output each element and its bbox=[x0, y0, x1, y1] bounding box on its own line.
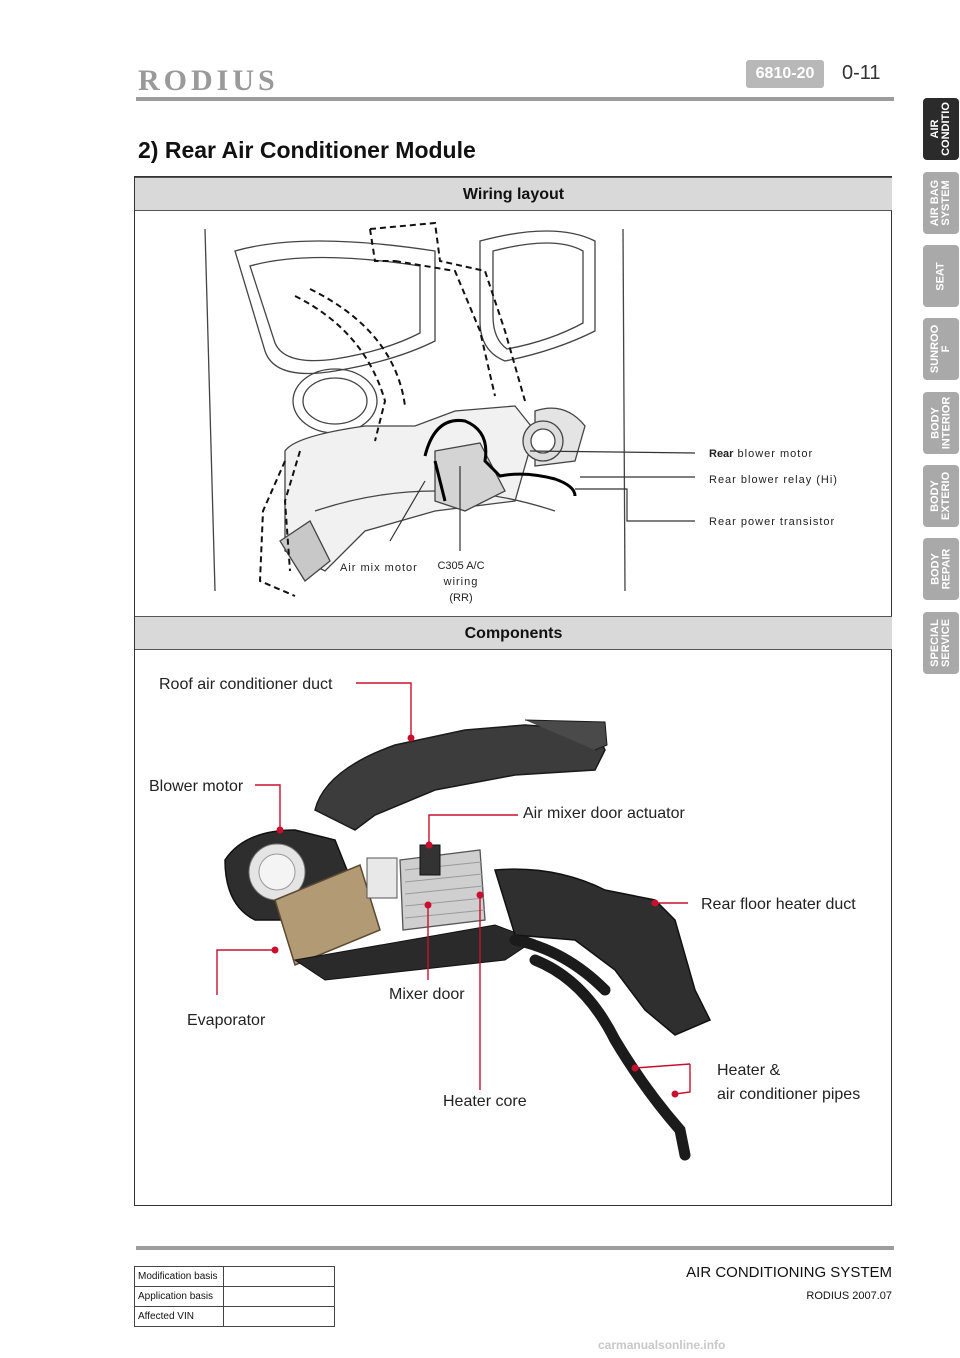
label-evaporator: Evaporator bbox=[187, 1012, 266, 1029]
app-basis-label: Application basis bbox=[134, 1286, 224, 1307]
section-code-badge: 6810-20 bbox=[746, 60, 824, 88]
affected-vin-value bbox=[223, 1306, 335, 1327]
tab-body-interior[interactable]: BODY INTERIOR bbox=[923, 392, 959, 454]
components-diagram: Roof air conditioner duct Blower motor A… bbox=[149, 676, 860, 1161]
label-floor-duct: Rear floor heater duct bbox=[701, 896, 856, 913]
tab-air-conditioning[interactable]: AIR CONDITIO bbox=[923, 98, 959, 160]
components-heading: Components bbox=[135, 616, 892, 650]
label-mixer-actuator: Air mixer door actuator bbox=[523, 805, 686, 822]
page-number: 0-11 bbox=[842, 62, 881, 84]
wiring-layout-diagram: Rear blower motor Rear blower relay (Hi)… bbox=[204, 221, 838, 604]
tab-seat[interactable]: SEAT bbox=[923, 245, 959, 307]
watermark: carmanualsonline.info bbox=[598, 1338, 726, 1352]
label-blower-motor: Blower motor bbox=[149, 778, 244, 795]
label-rear-blower-motor: Rear blower motor bbox=[709, 448, 813, 460]
content-frame bbox=[134, 176, 892, 1206]
table-row: Affected VIN bbox=[134, 1306, 335, 1327]
wiring-layout-heading: Wiring layout bbox=[135, 177, 892, 211]
label-heater-pipes-2: air conditioner pipes bbox=[717, 1086, 860, 1103]
label-c305-line3: (RR) bbox=[449, 592, 472, 604]
label-roof-duct: Roof air conditioner duct bbox=[159, 676, 333, 693]
label-mixer-door: Mixer door bbox=[389, 986, 465, 1003]
label-heater-core: Heater core bbox=[443, 1093, 527, 1110]
table-row: Modification basis bbox=[134, 1266, 335, 1287]
tab-body-repair[interactable]: BODY REPAIR bbox=[923, 538, 959, 600]
footer-rule bbox=[136, 1246, 894, 1250]
label-heater-pipes-1: Heater & bbox=[717, 1062, 780, 1079]
affected-vin-label: Affected VIN bbox=[134, 1306, 224, 1327]
mod-basis-label: Modification basis bbox=[134, 1266, 224, 1287]
label-rear-blower-relay: Rear blower relay (Hi) bbox=[709, 474, 838, 486]
tab-sunroof[interactable]: SUNROO F bbox=[923, 318, 959, 380]
table-row: Application basis bbox=[134, 1286, 335, 1307]
label-c305-line1: C305 A/C bbox=[437, 560, 484, 572]
label-air-mix-motor: Air mix motor bbox=[340, 562, 418, 574]
footer-version: RODIUS 2007.07 bbox=[806, 1290, 892, 1302]
header-rule bbox=[136, 97, 894, 101]
label-c305-line2: wiring bbox=[443, 576, 479, 588]
rodius-logo: RODIUS bbox=[138, 64, 279, 97]
tab-air-bag-system[interactable]: AIR BAG SYSTEM bbox=[923, 172, 959, 234]
footer-system-name: AIR CONDITIONING SYSTEM bbox=[686, 1264, 892, 1281]
tab-body-exterior[interactable]: BODY EXTERIO bbox=[923, 465, 959, 527]
label-rear-power-transistor: Rear power transistor bbox=[709, 516, 835, 528]
app-basis-value bbox=[223, 1286, 335, 1307]
mod-basis-value bbox=[223, 1266, 335, 1287]
tab-special-service[interactable]: SPECIAL SERVICE bbox=[923, 612, 959, 674]
modification-table: Modification basis Application basis Aff… bbox=[134, 1266, 335, 1327]
page-title: 2) Rear Air Conditioner Module bbox=[138, 137, 476, 163]
